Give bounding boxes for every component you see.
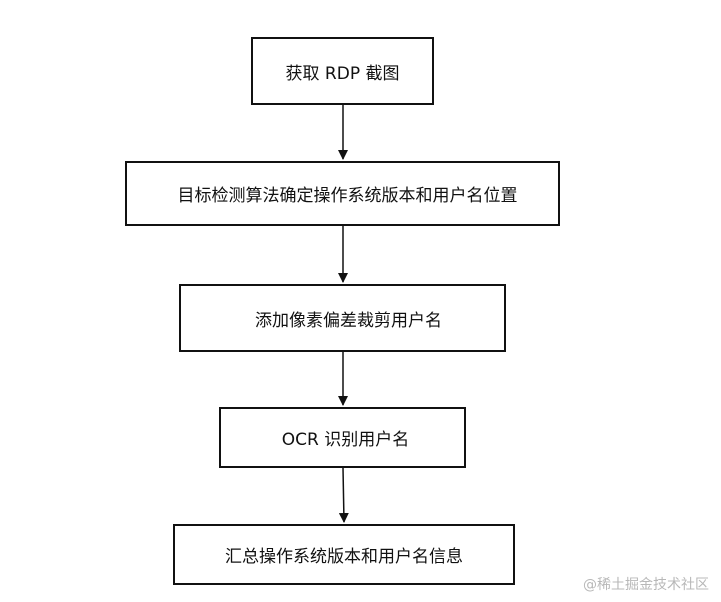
watermark: @稀土掘金技术社区 <box>583 577 709 593</box>
step-label: 目标检测算法确定操作系统版本和用户名位置 <box>177 186 518 206</box>
step-get-rdp-screenshot: 获取 RDP 截图 <box>251 37 434 105</box>
step-summarize-info: 汇总操作系统版本和用户名信息 <box>173 524 515 585</box>
step-label: 获取 RDP 截图 <box>285 63 400 84</box>
step-label: OCR 识别用户名 <box>281 430 410 450</box>
step-ocr-username: OCR 识别用户名 <box>219 407 466 468</box>
step-label: 汇总操作系统版本和用户名信息 <box>225 547 463 567</box>
arrow-4-to-5 <box>338 467 349 523</box>
step-label: 添加像素偏差裁剪用户名 <box>255 310 442 331</box>
step-crop-username: 添加像素偏差裁剪用户名 <box>179 284 506 352</box>
step-object-detection: 目标检测算法确定操作系统版本和用户名位置 <box>125 161 560 226</box>
